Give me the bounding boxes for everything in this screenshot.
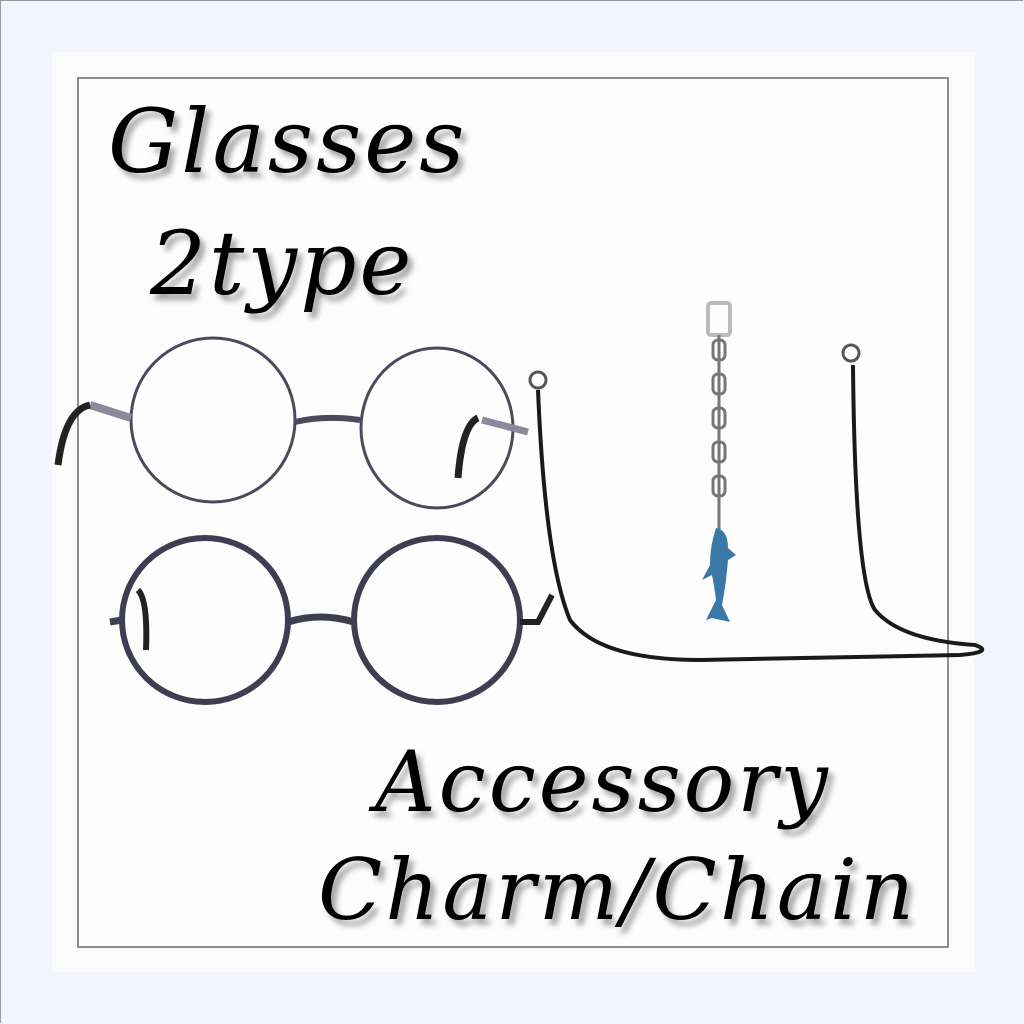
shark-charm-icon	[702, 301, 736, 622]
content-frame	[77, 77, 949, 948]
title-glasses: Glasses	[108, 90, 468, 193]
glasses-icon	[54, 336, 529, 510]
cord-icon	[528, 343, 985, 663]
title-2type: 2type	[150, 212, 415, 315]
title-charm-chain: Charm/Chain	[318, 841, 917, 939]
title-accessory: Accessory	[375, 733, 831, 831]
glasses-icon	[109, 535, 555, 705]
